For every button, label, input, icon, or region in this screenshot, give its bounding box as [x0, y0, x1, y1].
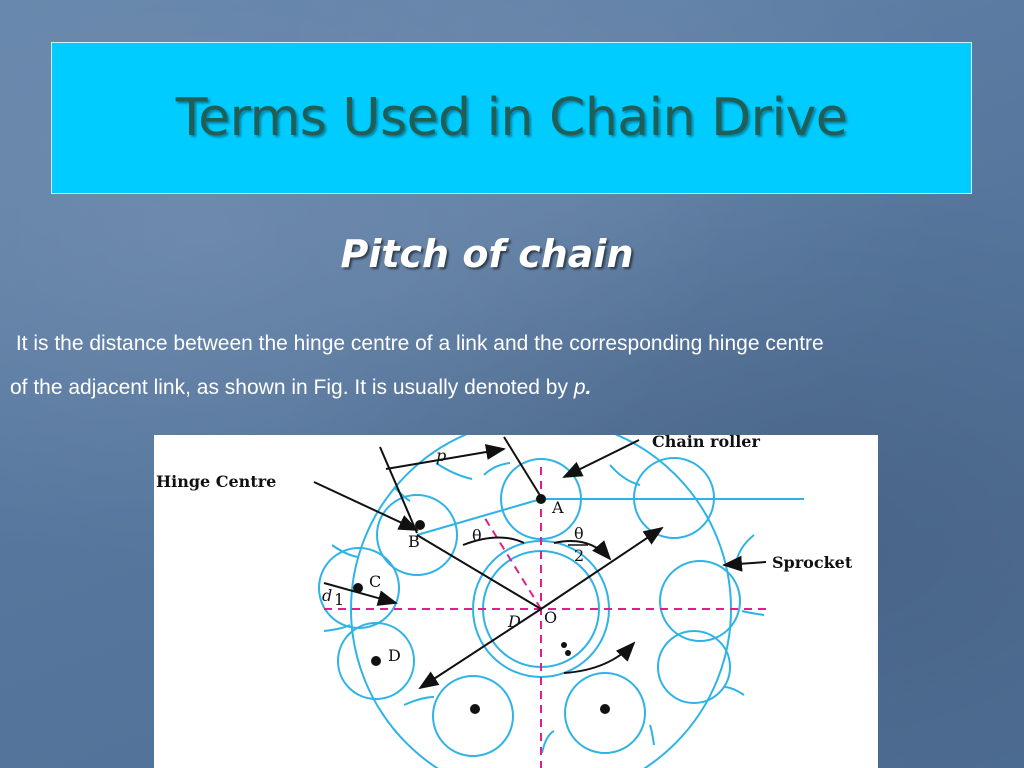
hinge-point-d [371, 656, 381, 666]
hinge-centre-label: Hinge Centre [156, 472, 276, 491]
point-d-label: D [388, 646, 401, 665]
chain-roller-leader [562, 439, 640, 478]
half-theta-numerator: θ [574, 524, 584, 543]
pitch-ext-left [379, 446, 418, 534]
hinge-point-b [415, 520, 425, 530]
paragraph-period: . [585, 376, 592, 399]
chain-roller-label: Chain roller [652, 435, 760, 451]
sprocket-outline [318, 435, 804, 768]
hinge-centre-leader [313, 481, 419, 531]
paragraph-line-1: It is the distance between the hinge cen… [10, 332, 824, 355]
d1-arrow [323, 582, 398, 606]
diameter-arrow [418, 608, 542, 690]
half-theta-denominator: 2 [574, 546, 584, 565]
point-a-label: A [551, 498, 564, 517]
roller-lower-right [657, 630, 731, 704]
roller-bottom-right [564, 672, 646, 754]
pitch-symbol: p [573, 376, 586, 399]
pitch-label: p [436, 446, 446, 465]
roller-right [659, 560, 741, 642]
sprocket-teeth [323, 462, 765, 754]
link-ab [416, 498, 542, 536]
paragraph-line-2: of the adjacent link, as shown in Fig. I… [10, 366, 1010, 410]
half-theta-arc [553, 540, 612, 561]
hinge-points [353, 494, 610, 714]
hinge-point-c [353, 583, 363, 593]
slide-title: Terms Used in Chain Drive [175, 88, 848, 148]
point-b-label: B [408, 532, 420, 551]
roller-d [337, 622, 415, 700]
radius-ob [416, 534, 542, 610]
diameter-d-label: d [322, 586, 332, 605]
marker-dot-2 [565, 650, 571, 656]
point-c-label: C [369, 572, 381, 591]
sprocket-diagram: Chain roller Hinge Centre Sprocket p A B… [156, 435, 853, 768]
hinge-point-lower-right [600, 704, 610, 714]
hinge-point-lower-left [470, 704, 480, 714]
paragraph-line-2-text: of the adjacent link, as shown in Fig. I… [10, 376, 574, 399]
sprocket-label: Sprocket [772, 553, 853, 572]
pitch-dim-line [385, 444, 506, 470]
theta-arc [462, 536, 525, 546]
radius-arrow [540, 526, 664, 610]
hinge-point-a [536, 494, 546, 504]
pitch-diameter-label: D [507, 612, 521, 631]
title-box: Terms Used in Chain Drive [51, 42, 972, 194]
roller-bottom-left [432, 675, 514, 757]
theta-label: θ [472, 526, 482, 545]
theta-guide [482, 514, 542, 610]
chain-sprocket-figure: Chain roller Hinge Centre Sprocket p A B… [154, 435, 878, 768]
geometry-lines [313, 436, 767, 690]
center-o-label: O [544, 608, 557, 627]
roller-b [376, 494, 458, 576]
diameter-subscript: 1 [334, 590, 344, 609]
marker-dot-1 [561, 642, 567, 648]
definition-paragraph: It is the distance between the hinge cen… [10, 322, 1010, 410]
center-guides [324, 467, 766, 768]
pitch-ext-right [503, 436, 542, 498]
sprocket-leader [722, 555, 767, 572]
rotation-arrow [563, 641, 636, 674]
slide-subtitle: Pitch of chain [340, 232, 634, 276]
